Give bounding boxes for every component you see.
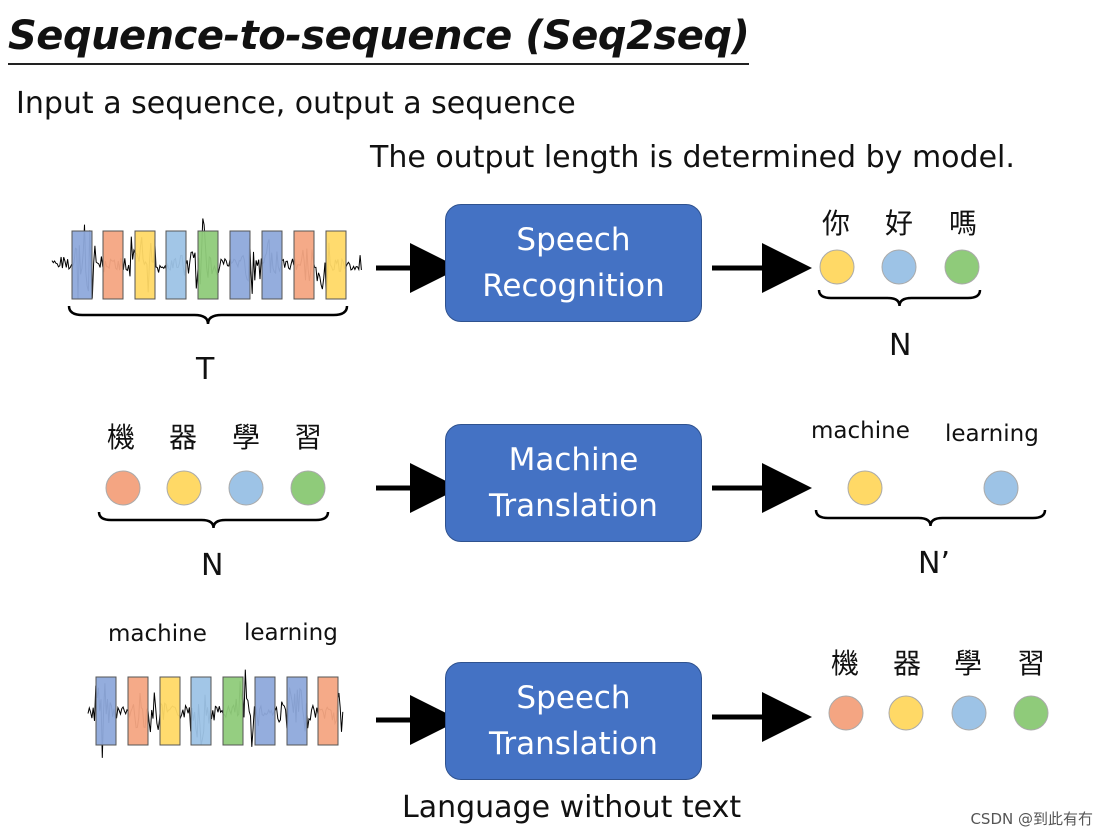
feature-frame xyxy=(95,676,117,746)
brace xyxy=(97,511,330,529)
box-line: Recognition xyxy=(482,268,665,304)
input-length-label-T: T xyxy=(196,352,215,387)
token-circle xyxy=(819,249,855,285)
token-circle xyxy=(290,470,326,506)
output-length-label-N: N xyxy=(889,328,912,363)
feature-frame xyxy=(325,230,347,300)
feature-frame xyxy=(190,676,212,746)
token-circle xyxy=(881,249,917,285)
output-token: 學 xyxy=(954,647,983,680)
box-line: Machine xyxy=(508,442,639,478)
feature-frame xyxy=(159,676,181,746)
output-token: 機 xyxy=(831,647,860,680)
output-length-label-N-prime: N’ xyxy=(918,546,950,581)
token-circle xyxy=(888,695,924,731)
input-token: 器 xyxy=(169,421,198,454)
token-circle xyxy=(944,249,980,285)
page-title: Sequence-to-sequence (Seq2seq) xyxy=(8,10,750,65)
token-circle xyxy=(983,470,1019,506)
feature-frame xyxy=(317,676,339,746)
feature-frame xyxy=(165,230,187,300)
feature-frame xyxy=(293,230,315,300)
output-token: 器 xyxy=(893,647,922,680)
speech-translation-box: Speech Translation xyxy=(445,662,702,780)
brace xyxy=(817,289,982,307)
box-line: Translation xyxy=(489,726,658,762)
input-word: learning xyxy=(244,620,338,646)
input-token: 習 xyxy=(294,421,323,454)
token-circle xyxy=(166,470,202,506)
input-token: 學 xyxy=(232,421,261,454)
token-circle xyxy=(1013,695,1049,731)
input-length-label-N: N xyxy=(201,548,224,583)
output-token: 習 xyxy=(1017,647,1046,680)
feature-frame xyxy=(222,676,244,746)
braces-group xyxy=(67,289,1047,529)
output-token: 嗎 xyxy=(949,207,978,240)
machine-translation-box: Machine Translation xyxy=(445,424,702,542)
watermark: CSDN @到此有冇 xyxy=(970,810,1093,828)
output-length-note: The output length is determined by model… xyxy=(370,140,1015,175)
feature-frames-group xyxy=(71,230,347,746)
feature-frame xyxy=(254,676,276,746)
box-line: Speech xyxy=(516,222,631,258)
token-circle xyxy=(828,695,864,731)
input-token: 機 xyxy=(107,421,136,454)
feature-frame xyxy=(229,230,251,300)
output-word: learning xyxy=(945,421,1039,447)
output-token: 好 xyxy=(885,207,914,240)
footer-caption: Language without text xyxy=(402,790,742,825)
token-circle xyxy=(847,470,883,506)
brace xyxy=(67,305,349,325)
subtitle: Input a sequence, output a sequence xyxy=(16,86,576,121)
box-line: Speech xyxy=(516,680,631,716)
feature-frame xyxy=(197,230,219,300)
feature-frame xyxy=(102,230,124,300)
output-word: machine xyxy=(811,418,910,444)
arrows-group xyxy=(376,243,812,745)
input-word: machine xyxy=(108,621,207,647)
token-circles-group xyxy=(105,249,1049,731)
feature-frame xyxy=(134,230,156,300)
brace xyxy=(814,509,1047,527)
output-token: 你 xyxy=(822,207,851,240)
token-circle xyxy=(228,470,264,506)
token-circle xyxy=(105,470,141,506)
feature-frame xyxy=(71,230,93,300)
feature-frame xyxy=(127,676,149,746)
feature-frame xyxy=(286,676,308,746)
token-circle xyxy=(951,695,987,731)
box-line: Translation xyxy=(489,488,658,524)
speech-recognition-box: Speech Recognition xyxy=(445,204,702,322)
feature-frame xyxy=(261,230,283,300)
